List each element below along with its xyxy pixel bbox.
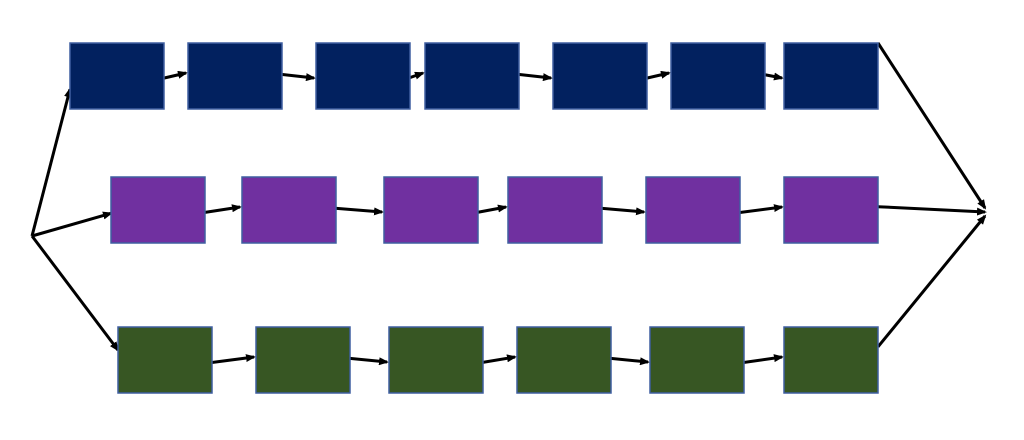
middle-row-node-6	[783, 176, 879, 244]
nodes-layer	[69, 42, 879, 394]
top-row-node-5	[552, 42, 648, 110]
bottom-row-node-2	[255, 326, 351, 394]
middle-row-arrow-1	[200, 204, 242, 215]
merge-arrow-bottom	[876, 214, 987, 348]
bottom-row-arrow-4	[606, 356, 650, 366]
merge-arrow-top	[876, 42, 987, 210]
bottom-row-arrow-3	[478, 354, 517, 365]
top-row-node-1	[69, 42, 165, 110]
top-row-node-3	[315, 42, 411, 110]
middle-row-arrow-3	[473, 204, 508, 215]
split-arrow-top	[30, 87, 72, 237]
bottom-row-node-1	[117, 326, 213, 394]
bottom-row-arrow-2	[345, 356, 389, 366]
split-arrow-middle	[31, 211, 113, 238]
bottom-row-node-3	[388, 326, 484, 394]
middle-row-arrow-4	[597, 206, 646, 216]
top-row-node-7	[783, 42, 879, 110]
top-row-arrow-2	[277, 72, 316, 82]
middle-row-arrow-2	[331, 206, 384, 216]
top-row-node-4	[424, 42, 520, 110]
top-row-node-6	[670, 42, 766, 110]
top-row-node-2	[187, 42, 283, 110]
middle-row-node-5	[645, 176, 741, 244]
bottom-row-arrow-1	[207, 354, 256, 365]
bottom-row-node-5	[649, 326, 745, 394]
top-row-arrow-4	[514, 72, 553, 82]
split-arrow-bottom	[30, 235, 120, 352]
middle-row-node-1	[110, 176, 206, 244]
bottom-row-node-4	[516, 326, 612, 394]
merge-arrow-middle	[877, 205, 987, 216]
middle-row-node-2	[241, 176, 337, 244]
middle-row-node-3	[383, 176, 479, 244]
bottom-row-arrow-5	[739, 354, 784, 365]
bottom-row-node-6	[783, 326, 879, 394]
middle-row-arrow-5	[735, 204, 784, 215]
middle-row-node-4	[507, 176, 603, 244]
